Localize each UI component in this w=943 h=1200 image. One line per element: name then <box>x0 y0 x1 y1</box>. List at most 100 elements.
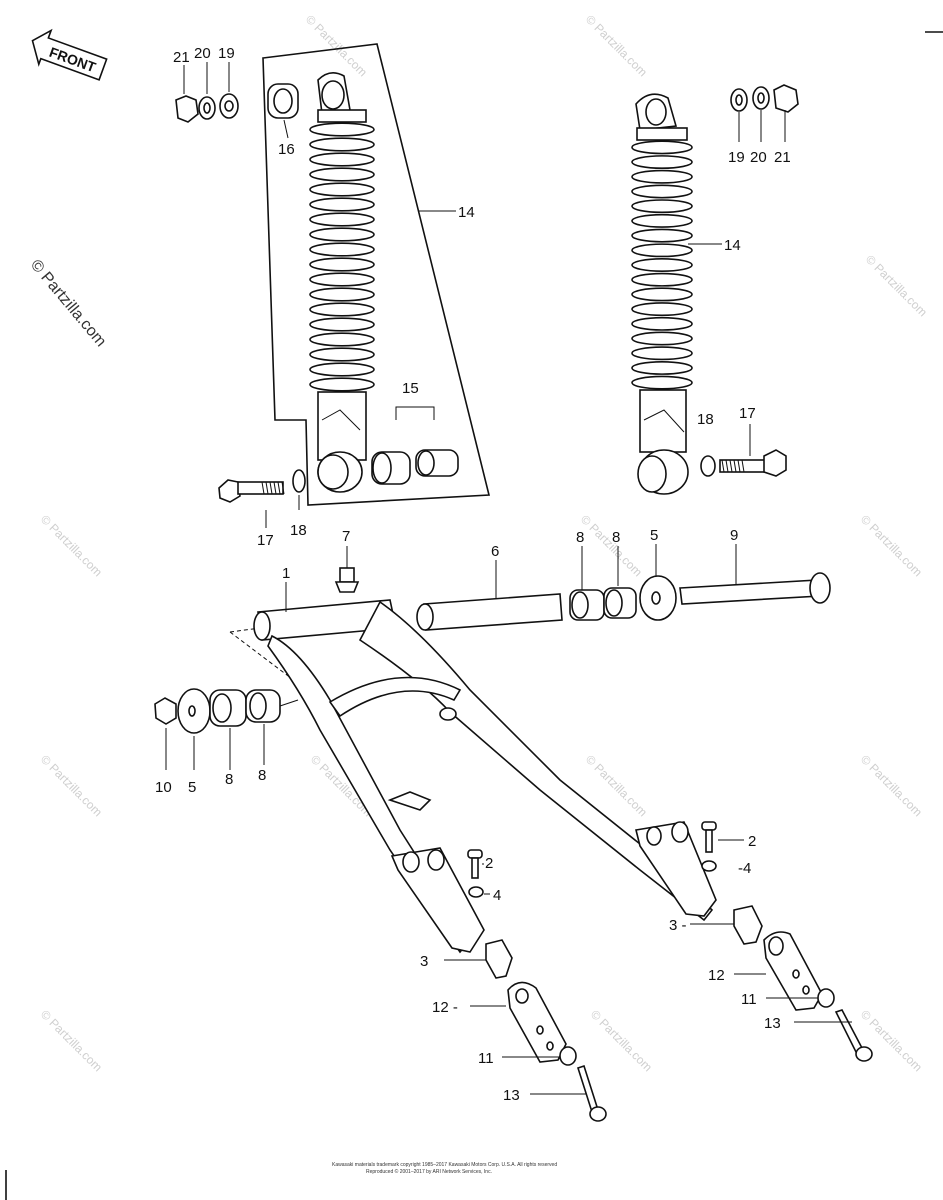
front-arrow-icon: FRONT <box>31 28 108 81</box>
bushings-8-right <box>569 587 637 621</box>
spring-coil <box>631 213 693 228</box>
spring-coil <box>309 152 375 167</box>
spring-coil <box>309 317 375 332</box>
partzilla-watermark: © Partzilla.com <box>27 257 109 351</box>
callout-7: 7 <box>342 528 350 545</box>
spring-coil <box>309 302 375 317</box>
spring-coil <box>631 302 693 317</box>
spring-coil <box>309 167 375 182</box>
bolt-thread <box>273 481 277 495</box>
callout-20: 20 <box>194 45 211 62</box>
pivot-shaft-9 <box>679 572 831 605</box>
spring-coil <box>309 227 375 242</box>
spring-coil <box>631 360 693 375</box>
callout-8: 8 <box>612 529 620 546</box>
spring-coil <box>309 212 375 227</box>
callout-5: 5 <box>650 527 658 544</box>
callout-2: 2 <box>485 855 493 872</box>
spring-coil <box>631 331 693 346</box>
adjuster-block-3-right <box>733 905 763 945</box>
callout-8: 8 <box>576 529 584 546</box>
spring-coil <box>631 346 693 361</box>
spring-coil <box>309 122 375 137</box>
spring-coil <box>631 243 693 258</box>
callout-1: 1 <box>282 565 290 582</box>
callout-12: 12 <box>708 967 725 984</box>
spring-coil <box>309 242 375 257</box>
bushing-16 <box>267 83 299 119</box>
bolt-thread <box>741 459 745 473</box>
callout-14: 14 <box>724 237 741 254</box>
washer-5-right <box>639 575 677 621</box>
nut-washers-top-left <box>175 93 239 123</box>
callout-12: 12 - <box>432 999 458 1016</box>
pivot-tube-6 <box>416 593 563 631</box>
callout-4: -4 <box>738 860 751 877</box>
spring-coil <box>631 184 693 199</box>
washer-18-right <box>700 455 716 477</box>
spring-coil <box>309 347 375 362</box>
spring-coil <box>309 257 375 272</box>
nut-washers-top-right <box>730 84 799 113</box>
callout-14: 14 <box>458 204 475 221</box>
spring-coil <box>631 155 693 170</box>
chain-adjuster-12-right <box>763 931 823 1011</box>
pivot-parts-left <box>154 688 281 734</box>
spring-coil <box>631 140 693 155</box>
callout-19: 19 <box>728 149 745 166</box>
spring-coil <box>631 258 693 272</box>
bolt-thread <box>733 459 737 473</box>
spring-coil <box>631 228 693 243</box>
callout-8: 8 <box>258 767 266 784</box>
watermark-tile: © Partzilla.com <box>38 512 105 579</box>
callout-15: 15 <box>402 380 419 397</box>
bolt-thread <box>265 481 269 495</box>
callout-3: 3 <box>420 953 428 970</box>
spring-coil <box>631 169 693 184</box>
bolt-2-left <box>467 849 484 898</box>
left-shock-absorber <box>309 72 375 493</box>
bolt-thread <box>269 481 273 495</box>
callout-17: 17 <box>739 405 756 422</box>
spring-coil <box>631 375 693 390</box>
bolt-2-right <box>701 821 717 872</box>
bolt-thread <box>729 459 733 473</box>
spring-coil <box>309 197 375 212</box>
callout-20: 20 <box>750 149 767 166</box>
spring-coil <box>309 182 375 197</box>
copyright-line-1: Kawasaki materials trademark copyright 1… <box>332 1162 557 1168</box>
callout-6: 6 <box>491 543 499 560</box>
watermark-tiles: © Partzilla.com © Partzilla.com © Partzi… <box>38 12 930 1074</box>
bushing-set-15 <box>371 449 459 485</box>
spring-coil <box>631 199 693 214</box>
watermark-tile: © Partzilla.com <box>863 252 930 319</box>
bolt-thread <box>725 459 729 473</box>
callout-4: 4 <box>493 887 501 904</box>
nut-11-right <box>817 988 835 1008</box>
callout-13: 13 <box>503 1087 520 1104</box>
spring-coil <box>309 287 375 302</box>
bolt-thread <box>261 481 265 495</box>
spring-coil <box>631 272 693 287</box>
bolt-thread <box>721 459 725 473</box>
callout-11: 11 <box>741 991 757 1008</box>
watermark-tile: © Partzilla.com <box>583 12 650 79</box>
bolt-13-right <box>834 1009 873 1062</box>
adjuster-block-3-left <box>485 939 513 979</box>
swingarm-1 <box>229 599 717 954</box>
watermark-tile: © Partzilla.com <box>858 512 925 579</box>
grease-nipple-7 <box>334 567 360 593</box>
left-shock-outline <box>262 43 491 506</box>
callout-16: 16 <box>278 141 295 158</box>
spring-coil <box>309 272 375 287</box>
callout-5: 5 <box>188 779 196 796</box>
callout-10: 10 <box>155 779 172 796</box>
watermark-tile: © Partzilla.com <box>588 1007 655 1074</box>
callout-labels: 21 20 19 16 14 15 17 18 19 20 21 14 18 1… <box>155 45 791 1104</box>
nut-11-left <box>559 1046 577 1066</box>
chain-adjuster-12-left <box>507 981 567 1063</box>
watermark-tile: © Partzilla.com <box>38 1007 105 1074</box>
callout-18: 18 <box>697 411 714 428</box>
callout-9: 9 <box>730 527 738 544</box>
